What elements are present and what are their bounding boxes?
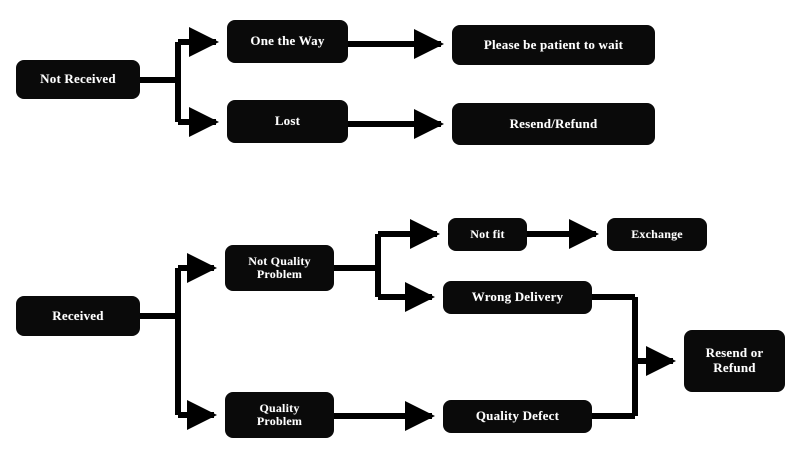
node-label-wrong-delivery: Wrong Delivery [471, 289, 564, 305]
node-resend-refund[interactable]: Resend/Refund [452, 103, 655, 145]
node-label-exchange: Exchange [631, 226, 683, 241]
node-label-resend-or-refund: Resend or Refund [705, 345, 764, 375]
node-exchange[interactable]: Exchange [607, 218, 707, 251]
node-label-not-fit: Not fit [470, 226, 505, 241]
node-wrong-delivery[interactable]: Wrong Delivery [443, 281, 592, 314]
node-label-quality-defect: Quality Defect [475, 408, 560, 424]
node-label-lost: Lost [274, 113, 301, 129]
node-received[interactable]: Received [16, 296, 140, 336]
node-lost[interactable]: Lost [227, 100, 348, 143]
node-label-please-be-patient-to-wait: Please be patient to wait [483, 36, 624, 52]
node-quality-problem[interactable]: Quality Problem [225, 392, 334, 438]
node-label-quality-problem: Quality Problem [256, 400, 303, 428]
node-quality-defect[interactable]: Quality Defect [443, 400, 592, 433]
node-one-the-way[interactable]: One the Way [227, 20, 348, 63]
node-label-resend-refund: Resend/Refund [509, 115, 598, 131]
node-label-one-the-way: One the Way [250, 33, 325, 49]
node-not-received[interactable]: Not Received [16, 60, 140, 99]
node-label-not-received: Not Received [40, 71, 116, 87]
node-resend-or-refund[interactable]: Resend or Refund [684, 330, 785, 392]
node-label-received: Received [52, 307, 104, 323]
node-not-fit[interactable]: Not fit [448, 218, 527, 251]
node-not-quality-problem[interactable]: Not Quality Problem [225, 245, 334, 291]
node-label-not-quality-problem: Not Quality Problem [248, 253, 311, 281]
node-please-be-patient-to-wait[interactable]: Please be patient to wait [452, 25, 655, 65]
